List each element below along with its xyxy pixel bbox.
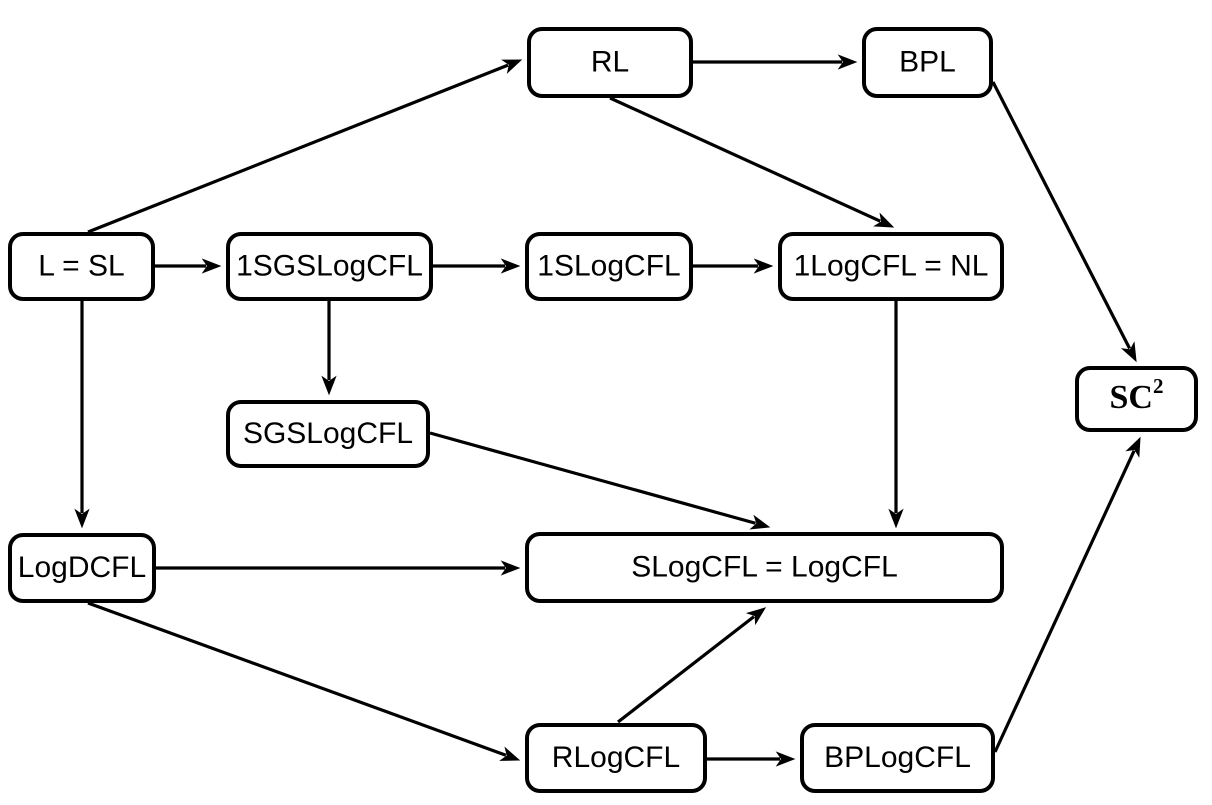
edge-arrowhead — [749, 514, 771, 530]
edge-arrowhead — [775, 751, 796, 767]
node-box[interactable] — [8, 533, 156, 603]
edge-arrowhead — [74, 508, 90, 529]
edge-arrowhead — [501, 59, 523, 74]
nodes-layer: L = SL 1SGSLogCFL 1SLogCFL 1LogCFL = NL RL BP… — [8, 27, 1198, 793]
node-label: SGSLogCFL — [243, 417, 413, 450]
node-label: 1SGSLogCFL — [236, 249, 423, 282]
node-BPL[interactable]: BPL — [862, 27, 993, 98]
edge-line — [87, 601, 507, 757]
node-box[interactable] — [226, 400, 430, 468]
edge-arrowhead — [201, 258, 222, 274]
node-label: RLogCFL — [552, 741, 680, 774]
node-box[interactable] — [226, 232, 433, 301]
node-box[interactable] — [525, 723, 707, 793]
node-label: SLogCFL = LogCFL — [631, 550, 898, 583]
node-1LogCFL[interactable]: 1LogCFL = NL — [778, 232, 1004, 301]
node-label: 1LogCFL = NL — [794, 249, 989, 282]
edge-L-to-LogDCFL — [74, 301, 90, 529]
node-label: RL — [591, 45, 629, 78]
edge-arrowhead — [1125, 436, 1141, 458]
edge-arrowhead — [500, 258, 521, 274]
node-label: 1SLogCFL — [537, 249, 680, 282]
edge-RL-to-BPL — [693, 54, 858, 70]
edge-RLogCFL-to-SLogCFL — [617, 607, 767, 724]
edge-line — [87, 63, 509, 234]
edge-1LogCFL-to-SLogCFL — [888, 301, 904, 529]
edge-BPLogCFL-to-SC2 — [993, 436, 1141, 753]
edge-LogDCFL-to-RLogCFL — [87, 601, 521, 761]
node-box[interactable] — [862, 27, 993, 98]
node-label: L = SL — [38, 249, 124, 282]
edge-line — [429, 431, 756, 525]
node-RL[interactable]: RL — [527, 27, 693, 98]
node-label: LogDCFL — [18, 551, 146, 584]
node-label: BPLogCFL — [824, 741, 971, 774]
edge-arrowhead — [888, 508, 904, 529]
node-1SGSLogCFL[interactable]: 1SGSLogCFL — [226, 232, 433, 301]
node-L[interactable]: L = SL — [8, 232, 155, 301]
edge-L-to-1SGSLogCFL — [155, 258, 222, 274]
node-box[interactable] — [525, 232, 693, 301]
edge-line — [609, 96, 881, 223]
edge-arrowhead — [745, 607, 767, 626]
node-label: BPL — [899, 45, 956, 78]
node-LogDCFL[interactable]: LogDCFL — [8, 533, 156, 603]
node-box[interactable] — [800, 723, 995, 793]
edge-SGSLogCFL-to-SLogCFL — [429, 431, 771, 530]
edge-LogDCFL-to-SLogCFL — [156, 560, 521, 576]
edge-arrowhead — [321, 375, 337, 396]
node-box[interactable] — [8, 232, 155, 301]
edge-line — [617, 615, 755, 724]
edge-arrowhead — [1120, 341, 1137, 363]
edge-BPL-to-SC2 — [991, 81, 1137, 363]
node-BPLogCFL[interactable]: BPLogCFL — [800, 723, 995, 793]
node-1SLogCFL[interactable]: 1SLogCFL — [525, 232, 693, 301]
edge-arrowhead — [753, 258, 774, 274]
node-box[interactable] — [778, 232, 1004, 301]
edge-line — [993, 450, 1136, 753]
node-label-superscript: 2 — [1153, 374, 1164, 398]
edge-L-to-RL — [87, 59, 523, 234]
node-SC2[interactable]: SC2 — [1075, 366, 1198, 432]
edge-RL-to-1LogCFL — [609, 96, 895, 228]
edge-1SLogCFL-to-1LogCFL — [693, 258, 774, 274]
node-RLogCFL[interactable]: RLogCFL — [525, 723, 707, 793]
edge-arrowhead — [499, 746, 521, 761]
node-box[interactable] — [525, 532, 1004, 603]
node-box[interactable] — [527, 27, 693, 98]
edges-layer — [74, 54, 1141, 767]
node-SLogCFL[interactable]: SLogCFL = LogCFL — [525, 532, 1004, 603]
edge-1SGSLogCFL-to-SGSLogCFL — [321, 301, 337, 396]
edge-RLogCFL-to-BPLogCFL — [707, 751, 796, 767]
edge-arrowhead — [500, 560, 521, 576]
edge-arrowhead — [873, 212, 895, 228]
node-SGSLogCFL[interactable]: SGSLogCFL — [226, 400, 430, 468]
node-box[interactable] — [1075, 366, 1198, 432]
edge-line — [991, 81, 1132, 350]
edge-arrowhead — [837, 54, 858, 70]
edge-1SGSLogCFL-to-1SLogCFL — [433, 258, 521, 274]
